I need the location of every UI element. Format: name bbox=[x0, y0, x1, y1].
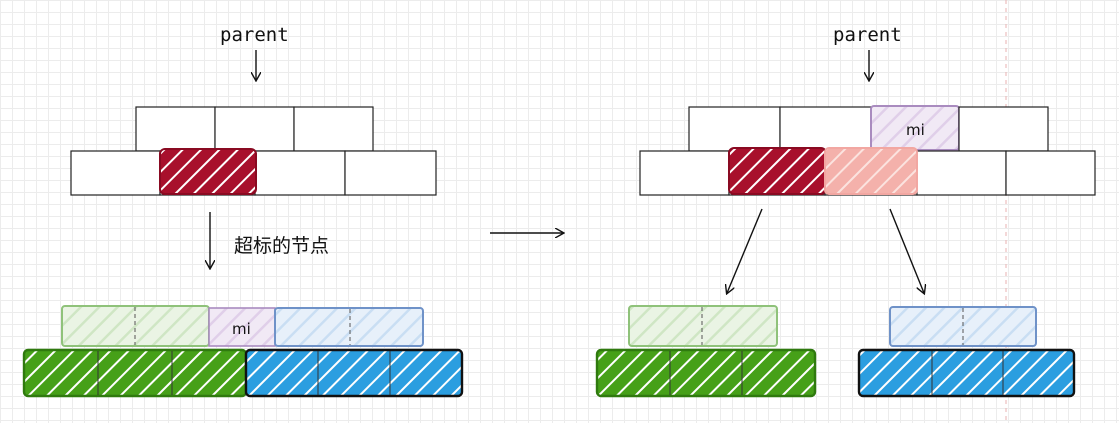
mi-label-left: mi bbox=[232, 320, 251, 338]
overflow-node-top: mi bbox=[61, 305, 424, 347]
parent-node-right-top: mi bbox=[688, 105, 1049, 152]
child-node-left bbox=[595, 305, 817, 398]
overflow-key-left bbox=[159, 148, 257, 195]
blue-keys-left bbox=[244, 348, 464, 398]
mi-label-right: mi bbox=[906, 121, 925, 139]
child-node-right bbox=[857, 306, 1076, 398]
arrow-child-left bbox=[727, 208, 763, 293]
overflow-node-label: 超标的节点 bbox=[234, 235, 329, 257]
new-key-right bbox=[824, 147, 918, 195]
parent-node-left-top bbox=[135, 106, 374, 152]
parent-node-right-bottom bbox=[639, 147, 1096, 196]
green-keys-left bbox=[22, 348, 248, 398]
split-key-right bbox=[728, 147, 827, 195]
arrow-child-right bbox=[889, 208, 924, 293]
parent-label-left: parent bbox=[220, 24, 289, 46]
parent-label-right: parent bbox=[833, 24, 902, 46]
overflow-node-bottom bbox=[22, 348, 464, 398]
mi-key-left bbox=[208, 307, 276, 347]
